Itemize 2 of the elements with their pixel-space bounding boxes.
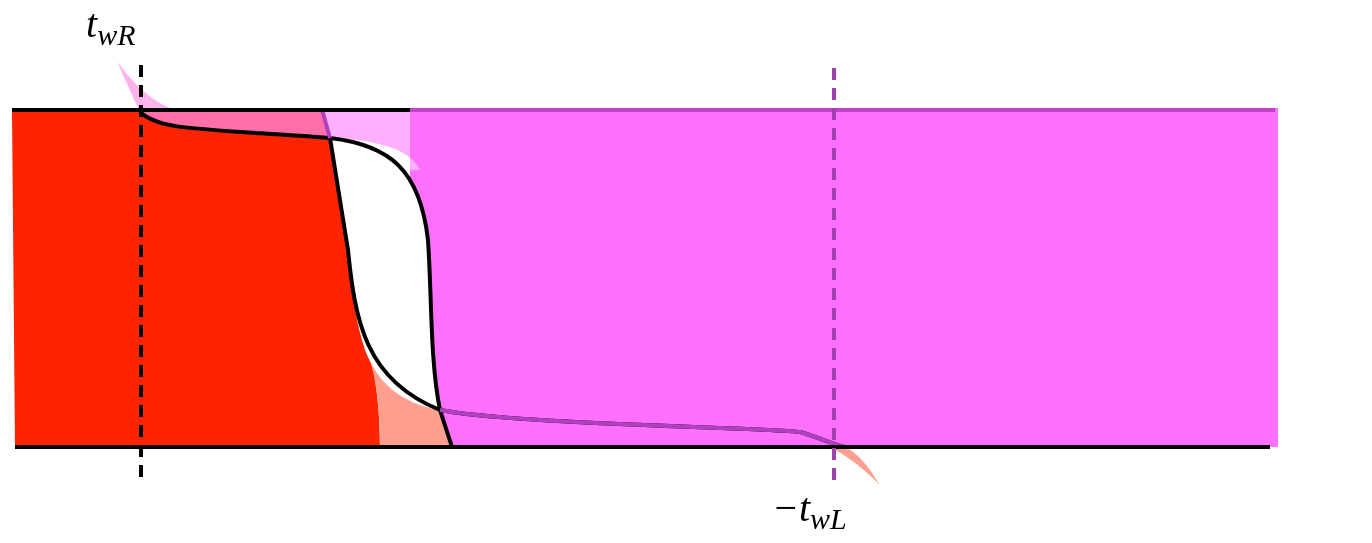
axis-label: t$_{wR}$ [86, 4, 136, 44]
axis-label: −t$_{wL}$ [772, 488, 847, 528]
